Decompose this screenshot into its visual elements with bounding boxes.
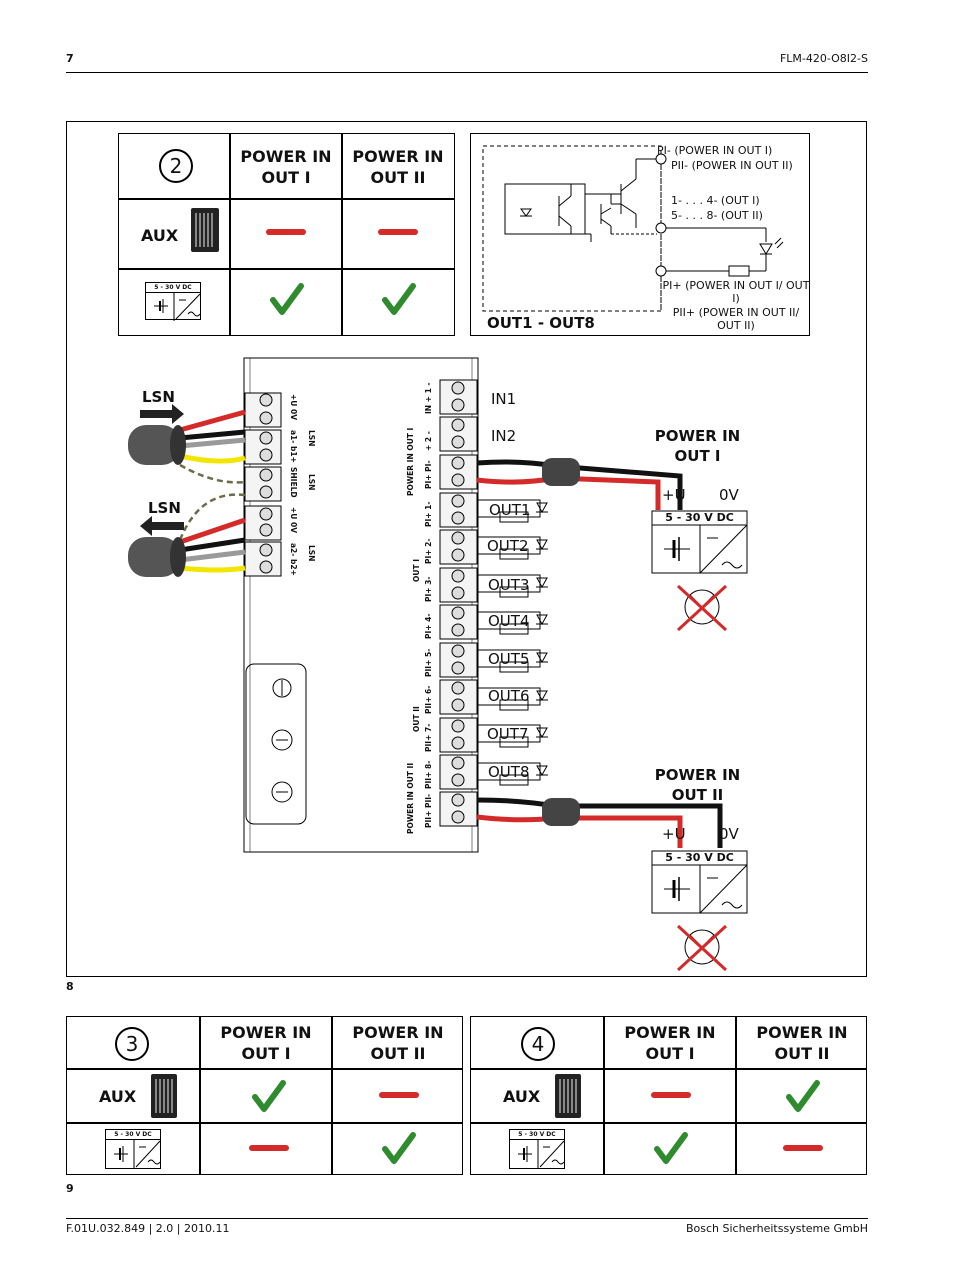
figure-8-label: 8 (66, 980, 74, 993)
psu-icon: 5 - 30 V DC (509, 1129, 565, 1169)
aux-out2-dash-icon (378, 229, 418, 235)
right-terminal-label-3: PI+ PI- (424, 460, 433, 489)
power-in-out-2-title: POWER IN OUT II (654, 766, 741, 804)
header-rule (66, 72, 868, 73)
col-power-in-out-2: POWER IN OUT II (352, 1023, 444, 1063)
in2-label: IN2 (491, 427, 517, 445)
right-terminal-label-10: PII+ 7- (424, 723, 433, 752)
right-terminal-label-2: + 2 - (424, 431, 433, 451)
right-terminal-label-11: PII+ 8- (424, 760, 433, 789)
aux-out2-check-icon (786, 1080, 820, 1112)
in1-label: IN1 (491, 390, 517, 408)
aux-out1-dash-icon (266, 229, 306, 235)
psu-2-label: 5 - 30 V DC (665, 851, 734, 864)
figure-8-frame (66, 121, 867, 977)
table-number: 2 (159, 149, 193, 183)
psu-out1-check-icon (654, 1132, 688, 1164)
table-number: 3 (115, 1027, 149, 1061)
zero-v-label-1: 0V (719, 486, 739, 504)
out4-label: OUT4 (488, 612, 530, 630)
aux-out2-dash-icon (379, 1092, 419, 1098)
pi-plus-label: PI+ (POWER IN OUT I/ OUT I) (662, 279, 810, 305)
pii-minus-label: PII- (POWER IN OUT II) (671, 159, 793, 172)
psu-1-label: 5 - 30 V DC (665, 511, 734, 524)
left-terminal-label-2: a1- b1+ (289, 430, 298, 463)
out8-label: OUT8 (488, 763, 530, 781)
right-group-label-4: POWER IN OUT II (406, 762, 415, 834)
right-terminal-label-5: PI+ 2- (424, 538, 433, 564)
table-3: 3 POWER IN OUT I POWER IN OUT II AUX 5 -… (66, 1016, 463, 1175)
out5-label: OUT5 (488, 650, 530, 668)
psu-out2-check-icon (382, 1132, 416, 1164)
right-terminal-label-9: PII+ 6- (424, 685, 433, 714)
schematic-caption: OUT1 - OUT8 (487, 314, 595, 332)
aux-label: AUX (503, 1087, 541, 1106)
plus-u-label-2: +U (662, 825, 686, 843)
page-number: 7 (66, 52, 74, 65)
right-terminal-label-4: PI+ 1- (424, 501, 433, 527)
psu-out1-dash-icon (249, 1145, 289, 1151)
psu-out1-check-icon (270, 283, 304, 315)
pi-minus-label: PI- (POWER IN OUT I) (657, 144, 773, 157)
aux-module-icon (191, 208, 219, 252)
psu-out2-dash-icon (783, 1145, 823, 1151)
psu-icon: 5 - 30 V DC (105, 1129, 161, 1169)
out2-label: OUT2 (487, 537, 529, 555)
psu-icon: 5 - 30 V DC (145, 282, 201, 321)
output-schematic: PI- (POWER IN OUT I) PII- (POWER IN OUT … (470, 133, 810, 336)
out1-label: OUT1 (489, 501, 531, 519)
outs-5-8-label: 5- . . . 8- (OUT II) (671, 209, 763, 222)
left-group-label-2: LSN (307, 474, 316, 491)
right-terminal-label-1: IN + 1 - (424, 382, 433, 414)
left-terminal-label-3: SHIELD (289, 467, 298, 498)
zero-v-label-2: 0V (719, 825, 739, 843)
left-terminal-label-1: +U 0V (289, 394, 298, 421)
aux-module-icon (555, 1074, 581, 1118)
right-terminal-label-7: PI+ 4- (424, 613, 433, 639)
right-group-label-3: OUT II (412, 706, 421, 732)
col-power-in-out-1: POWER IN OUT I (220, 1023, 312, 1063)
aux-label: AUX (141, 226, 179, 245)
left-terminal-label-5: a2- b2+ (289, 543, 298, 576)
col-power-in-out-1: POWER IN OUT I (240, 147, 332, 187)
col-power-in-out-2: POWER IN OUT II (756, 1023, 848, 1063)
col-power-in-out-2: POWER IN OUT II (352, 147, 444, 187)
aux-label: AUX (99, 1087, 137, 1106)
table-number: 4 (521, 1027, 555, 1061)
out7-label: OUT7 (487, 725, 529, 743)
right-group-label-2: OUT I (412, 559, 421, 582)
table-4: 4 POWER IN OUT I POWER IN OUT II AUX 5 -… (470, 1016, 867, 1175)
col-power-in-out-1: POWER IN OUT I (624, 1023, 716, 1063)
pii-plus-label: PII+ (POWER IN OUT II/ OUT II) (672, 306, 800, 332)
left-terminal-label-4: +U 0V (289, 507, 298, 534)
right-group-label-1: POWER IN OUT I (406, 427, 415, 496)
psu-out2-check-icon (382, 283, 416, 315)
footer-rule (66, 1218, 868, 1219)
aux-module-icon (151, 1074, 177, 1118)
doc-title: FLM-420-O8I2-S (779, 52, 868, 65)
right-terminal-label-6: PI+ 3- (424, 576, 433, 602)
left-group-label-1: LSN (307, 430, 316, 447)
figure-9-label: 9 (66, 1182, 74, 1195)
left-group-label-3: LSN (307, 545, 316, 562)
out3-label: OUT3 (488, 576, 530, 594)
right-terminal-label-12: PII+ PII- (424, 793, 433, 828)
aux-out1-check-icon (252, 1080, 286, 1112)
lsn-out-label: LSN (148, 499, 181, 517)
footer-doc-ref: F.01U.032.849 | 2.0 | 2010.11 (66, 1222, 230, 1235)
footer-company: Bosch Sicherheitssysteme GmbH (685, 1222, 868, 1235)
power-in-out-1-title: POWER IN OUT I (654, 427, 741, 465)
outs-1-4-label: 1- . . . 4- (OUT I) (671, 194, 760, 207)
plus-u-label-1: +U (662, 486, 686, 504)
right-terminal-label-8: PII+ 5- (424, 648, 433, 677)
table-2: 2 POWER IN OUT I POWER IN OUT II AUX 5 -… (118, 133, 455, 336)
lsn-in-label: LSN (142, 388, 175, 406)
aux-out1-dash-icon (651, 1092, 691, 1098)
out6-label: OUT6 (488, 687, 530, 705)
